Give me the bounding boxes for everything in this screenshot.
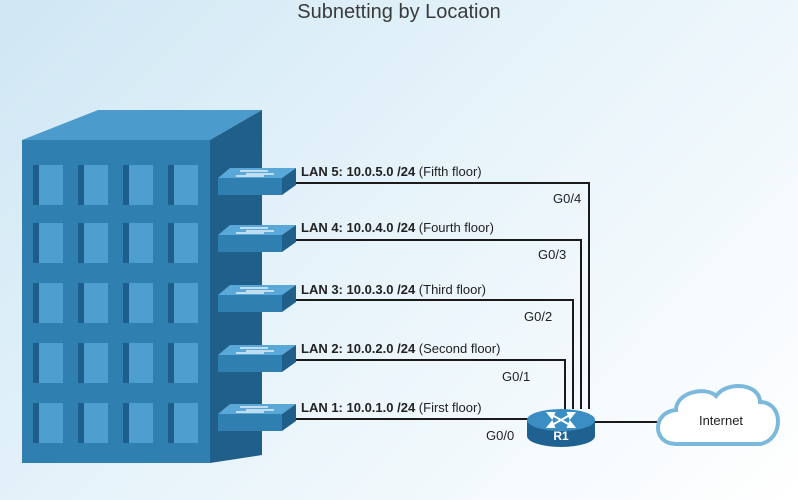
building-window-glass bbox=[129, 223, 153, 263]
cables bbox=[289, 182, 660, 423]
lan-floor: (Third floor) bbox=[418, 282, 486, 297]
building-windows bbox=[33, 165, 198, 443]
internet-cloud[interactable] bbox=[656, 383, 780, 446]
port-label: G0/4 bbox=[553, 191, 582, 206]
building-window-glass bbox=[84, 403, 108, 443]
building-window-glass bbox=[129, 165, 153, 205]
port-label: G0/1 bbox=[502, 369, 531, 384]
lan-network: LAN 1: 10.0.1.0 /24 bbox=[301, 400, 416, 415]
building-window-glass bbox=[129, 343, 153, 383]
router-name: R1 bbox=[553, 429, 569, 443]
lan-label: LAN 2: 10.0.2.0 /24 (Second floor) bbox=[301, 341, 500, 356]
cable-lan-3 bbox=[289, 299, 574, 409]
lan-label: LAN 5: 10.0.5.0 /24 (Fifth floor) bbox=[301, 164, 482, 179]
building-window-glass bbox=[174, 343, 198, 383]
building-window-glass bbox=[129, 403, 153, 443]
lan-network: LAN 2: 10.0.2.0 /24 bbox=[301, 341, 416, 356]
switches bbox=[218, 168, 296, 431]
switch-lan-2[interactable] bbox=[218, 345, 296, 372]
building-window-glass bbox=[174, 283, 198, 323]
switch-arrows-icon bbox=[236, 406, 274, 413]
building-window-glass bbox=[174, 165, 198, 205]
router-r1[interactable] bbox=[527, 409, 595, 447]
building-window-glass bbox=[174, 403, 198, 443]
building-window-glass bbox=[84, 223, 108, 263]
switch-arrows-icon bbox=[236, 347, 274, 354]
cable-lan-5 bbox=[289, 182, 590, 409]
switch-lan-5[interactable] bbox=[218, 168, 296, 195]
lan-label: LAN 3: 10.0.3.0 /24 (Third floor) bbox=[301, 282, 486, 297]
building-window-glass bbox=[84, 283, 108, 323]
port-label: G0/2 bbox=[524, 309, 553, 324]
building-window-glass bbox=[84, 343, 108, 383]
lan-floor: (Fifth floor) bbox=[418, 164, 482, 179]
lan-floor: (Fourth floor) bbox=[418, 220, 494, 235]
building-window-glass bbox=[129, 283, 153, 323]
building-window-glass bbox=[39, 343, 63, 383]
lan-network: LAN 3: 10.0.3.0 /24 bbox=[301, 282, 416, 297]
lan-network: LAN 5: 10.0.5.0 /24 bbox=[301, 164, 416, 179]
lan-label: LAN 1: 10.0.1.0 /24 (First floor) bbox=[301, 400, 482, 415]
cable-lan-1 bbox=[289, 418, 561, 420]
lan-network: LAN 4: 10.0.4.0 /24 bbox=[301, 220, 416, 235]
diagram-title: Subnetting by Location bbox=[297, 1, 501, 23]
port-label: G0/3 bbox=[538, 247, 567, 262]
building bbox=[22, 110, 262, 463]
internet-label: Internet bbox=[698, 413, 744, 428]
lan-floor: (Second floor) bbox=[418, 341, 501, 356]
lan-label: LAN 4: 10.0.4.0 /24 (Fourth floor) bbox=[301, 220, 494, 235]
building-window-glass bbox=[174, 223, 198, 263]
building-window-glass bbox=[84, 165, 108, 205]
switch-arrows-icon bbox=[236, 287, 274, 294]
building-window-glass bbox=[39, 283, 63, 323]
lan-floor: (First floor) bbox=[418, 400, 482, 415]
cable-lan-4 bbox=[289, 239, 582, 409]
building-window-glass bbox=[39, 223, 63, 263]
switch-lan-4[interactable] bbox=[218, 225, 296, 252]
switch-lan-3[interactable] bbox=[218, 285, 296, 312]
switch-arrows-icon bbox=[236, 170, 274, 177]
switch-arrows-icon bbox=[236, 227, 274, 234]
router-arrows-icon bbox=[545, 412, 577, 428]
building-window-glass bbox=[39, 165, 63, 205]
cable-lan-2 bbox=[289, 359, 566, 411]
switch-lan-1[interactable] bbox=[218, 404, 296, 431]
building-window-glass bbox=[39, 403, 63, 443]
port-label: G0/0 bbox=[486, 428, 515, 443]
